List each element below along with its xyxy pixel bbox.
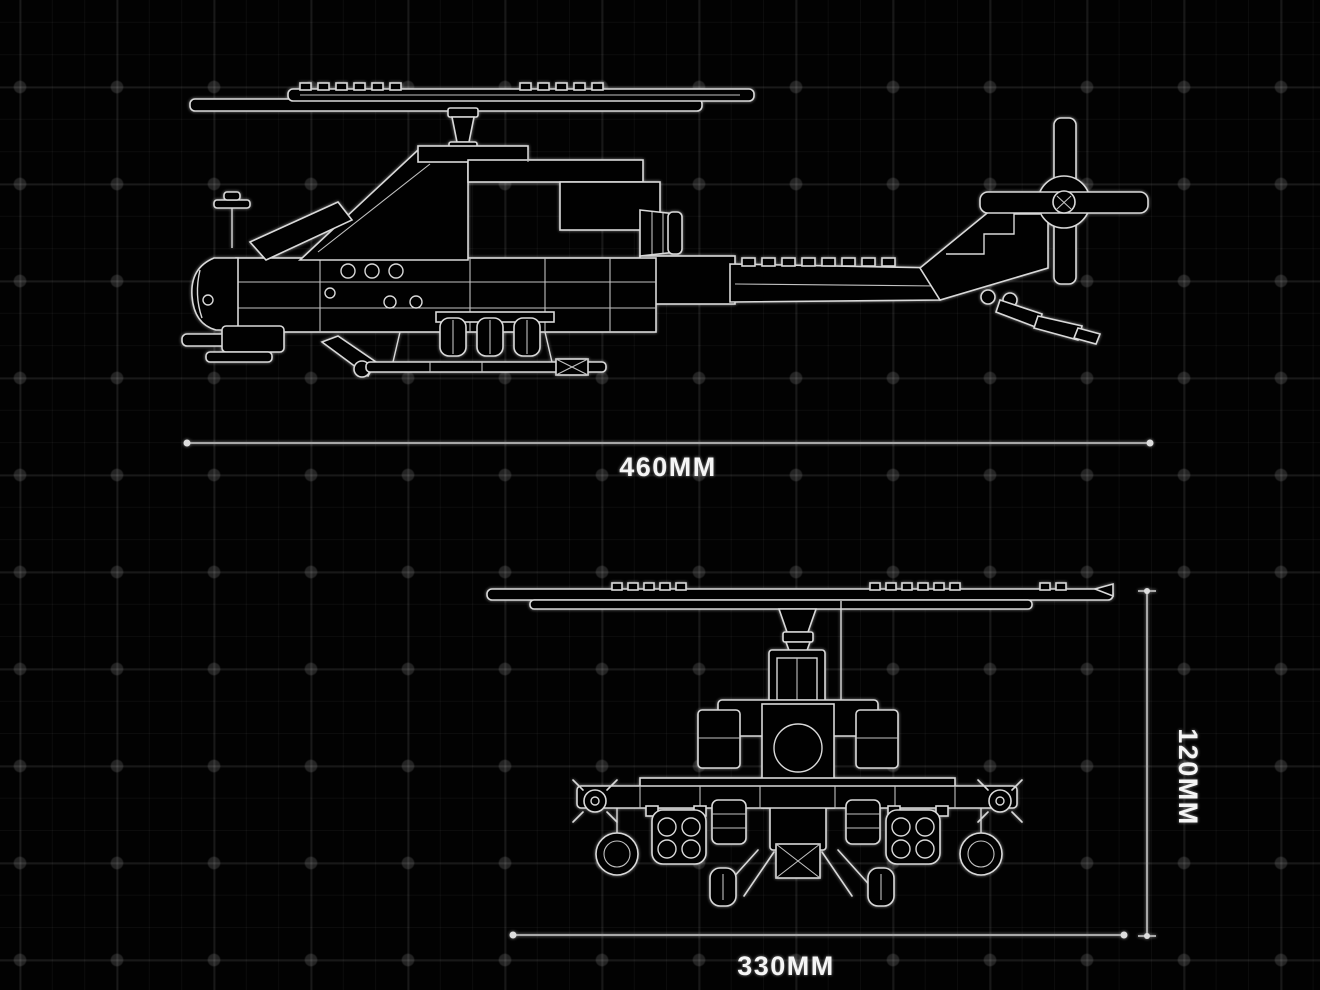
inner-pod-right bbox=[845, 799, 881, 845]
front-main-rotor bbox=[486, 582, 1114, 610]
tail-boom bbox=[639, 255, 941, 305]
missile-pod-left bbox=[651, 809, 707, 865]
chin-gun bbox=[181, 325, 285, 363]
dimension-height: 120MM bbox=[1138, 588, 1203, 939]
tail-skid bbox=[980, 289, 1102, 345]
height-dimension-label: 120MM bbox=[1173, 728, 1203, 826]
nose-sensor bbox=[191, 257, 239, 331]
rotor-studs bbox=[299, 82, 604, 91]
round-tank-right bbox=[959, 808, 1003, 876]
wingtip-launcher-right bbox=[977, 779, 1023, 823]
helicopter-front-view bbox=[486, 582, 1114, 907]
landing-skid bbox=[320, 331, 607, 378]
inner-pod-left bbox=[711, 799, 747, 845]
front-rotor-studs bbox=[611, 582, 1067, 591]
boom-studs bbox=[741, 257, 896, 267]
wingtip-launcher-left bbox=[572, 779, 618, 823]
tail-rotor bbox=[979, 117, 1149, 285]
length-dimension-label: 460MM bbox=[619, 452, 717, 482]
cockpit-canopy bbox=[248, 145, 661, 261]
helicopter-side-view bbox=[181, 82, 1149, 378]
missile-pod-right bbox=[885, 809, 941, 865]
main-rotor bbox=[189, 82, 755, 112]
fuselage bbox=[235, 257, 657, 333]
rotor-mast bbox=[447, 107, 479, 151]
dimension-width: 330MM bbox=[509, 931, 1128, 981]
front-stub-wings bbox=[576, 777, 1018, 817]
width-dimension-label: 330MM bbox=[737, 951, 835, 981]
engine-exhaust bbox=[639, 209, 683, 257]
front-landing-skids bbox=[709, 849, 895, 907]
weapons-rack bbox=[435, 311, 555, 357]
nose-antenna bbox=[213, 191, 251, 248]
round-tank-left bbox=[595, 808, 639, 876]
dimension-length: 460MM bbox=[183, 439, 1154, 482]
